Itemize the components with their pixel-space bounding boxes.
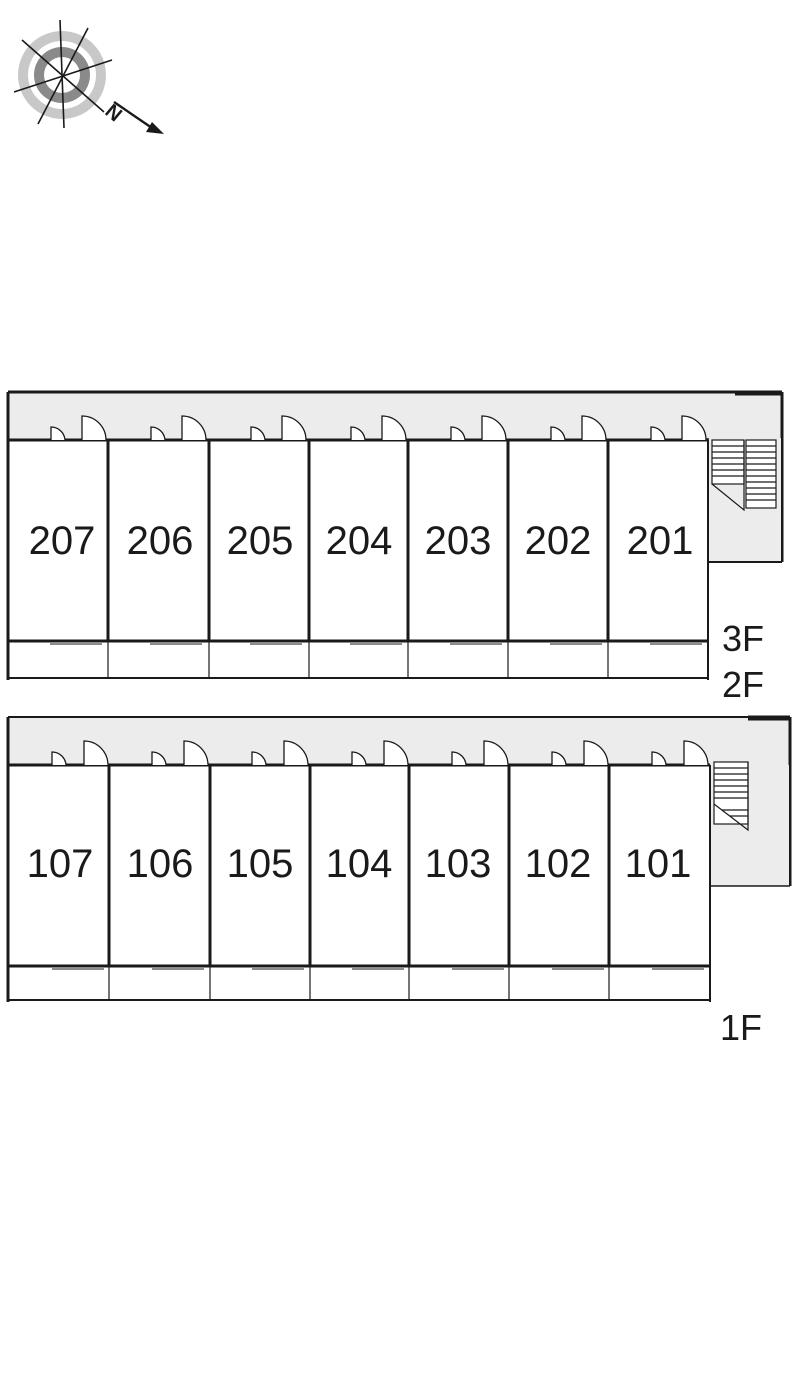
- unit-106: 106: [127, 842, 194, 886]
- unit-105: 105: [227, 842, 294, 886]
- unit-205: 205: [227, 519, 294, 563]
- floor-label-3f: 3F: [722, 618, 764, 659]
- lower-staircase: [713, 761, 749, 832]
- unit-202: 202: [525, 519, 592, 563]
- floor-label-2f: 2F: [722, 664, 764, 705]
- unit-107: 107: [27, 842, 94, 886]
- floor-label-1f: 1F: [720, 1007, 762, 1048]
- upper-floor-plan: 207 206 205 204 203 202 201 3F 2F: [6, 390, 784, 705]
- north-letter: N: [101, 100, 126, 126]
- lower-unit-doors: [51, 740, 709, 766]
- unit-102: 102: [525, 842, 592, 886]
- unit-204: 204: [326, 519, 393, 563]
- unit-103: 103: [425, 842, 492, 886]
- unit-104: 104: [326, 842, 393, 886]
- unit-207: 207: [29, 519, 96, 563]
- unit-101: 101: [625, 842, 692, 886]
- unit-206: 206: [127, 519, 194, 563]
- unit-201: 201: [627, 519, 694, 563]
- lower-floor-plan: 107 106 105 104 103 102 101 1F: [6, 715, 792, 1048]
- unit-203: 203: [425, 519, 492, 563]
- upper-staircase: [711, 439, 777, 512]
- upper-unit-doors: [50, 415, 707, 441]
- north-arrow-compass-icon: N: [13, 19, 164, 134]
